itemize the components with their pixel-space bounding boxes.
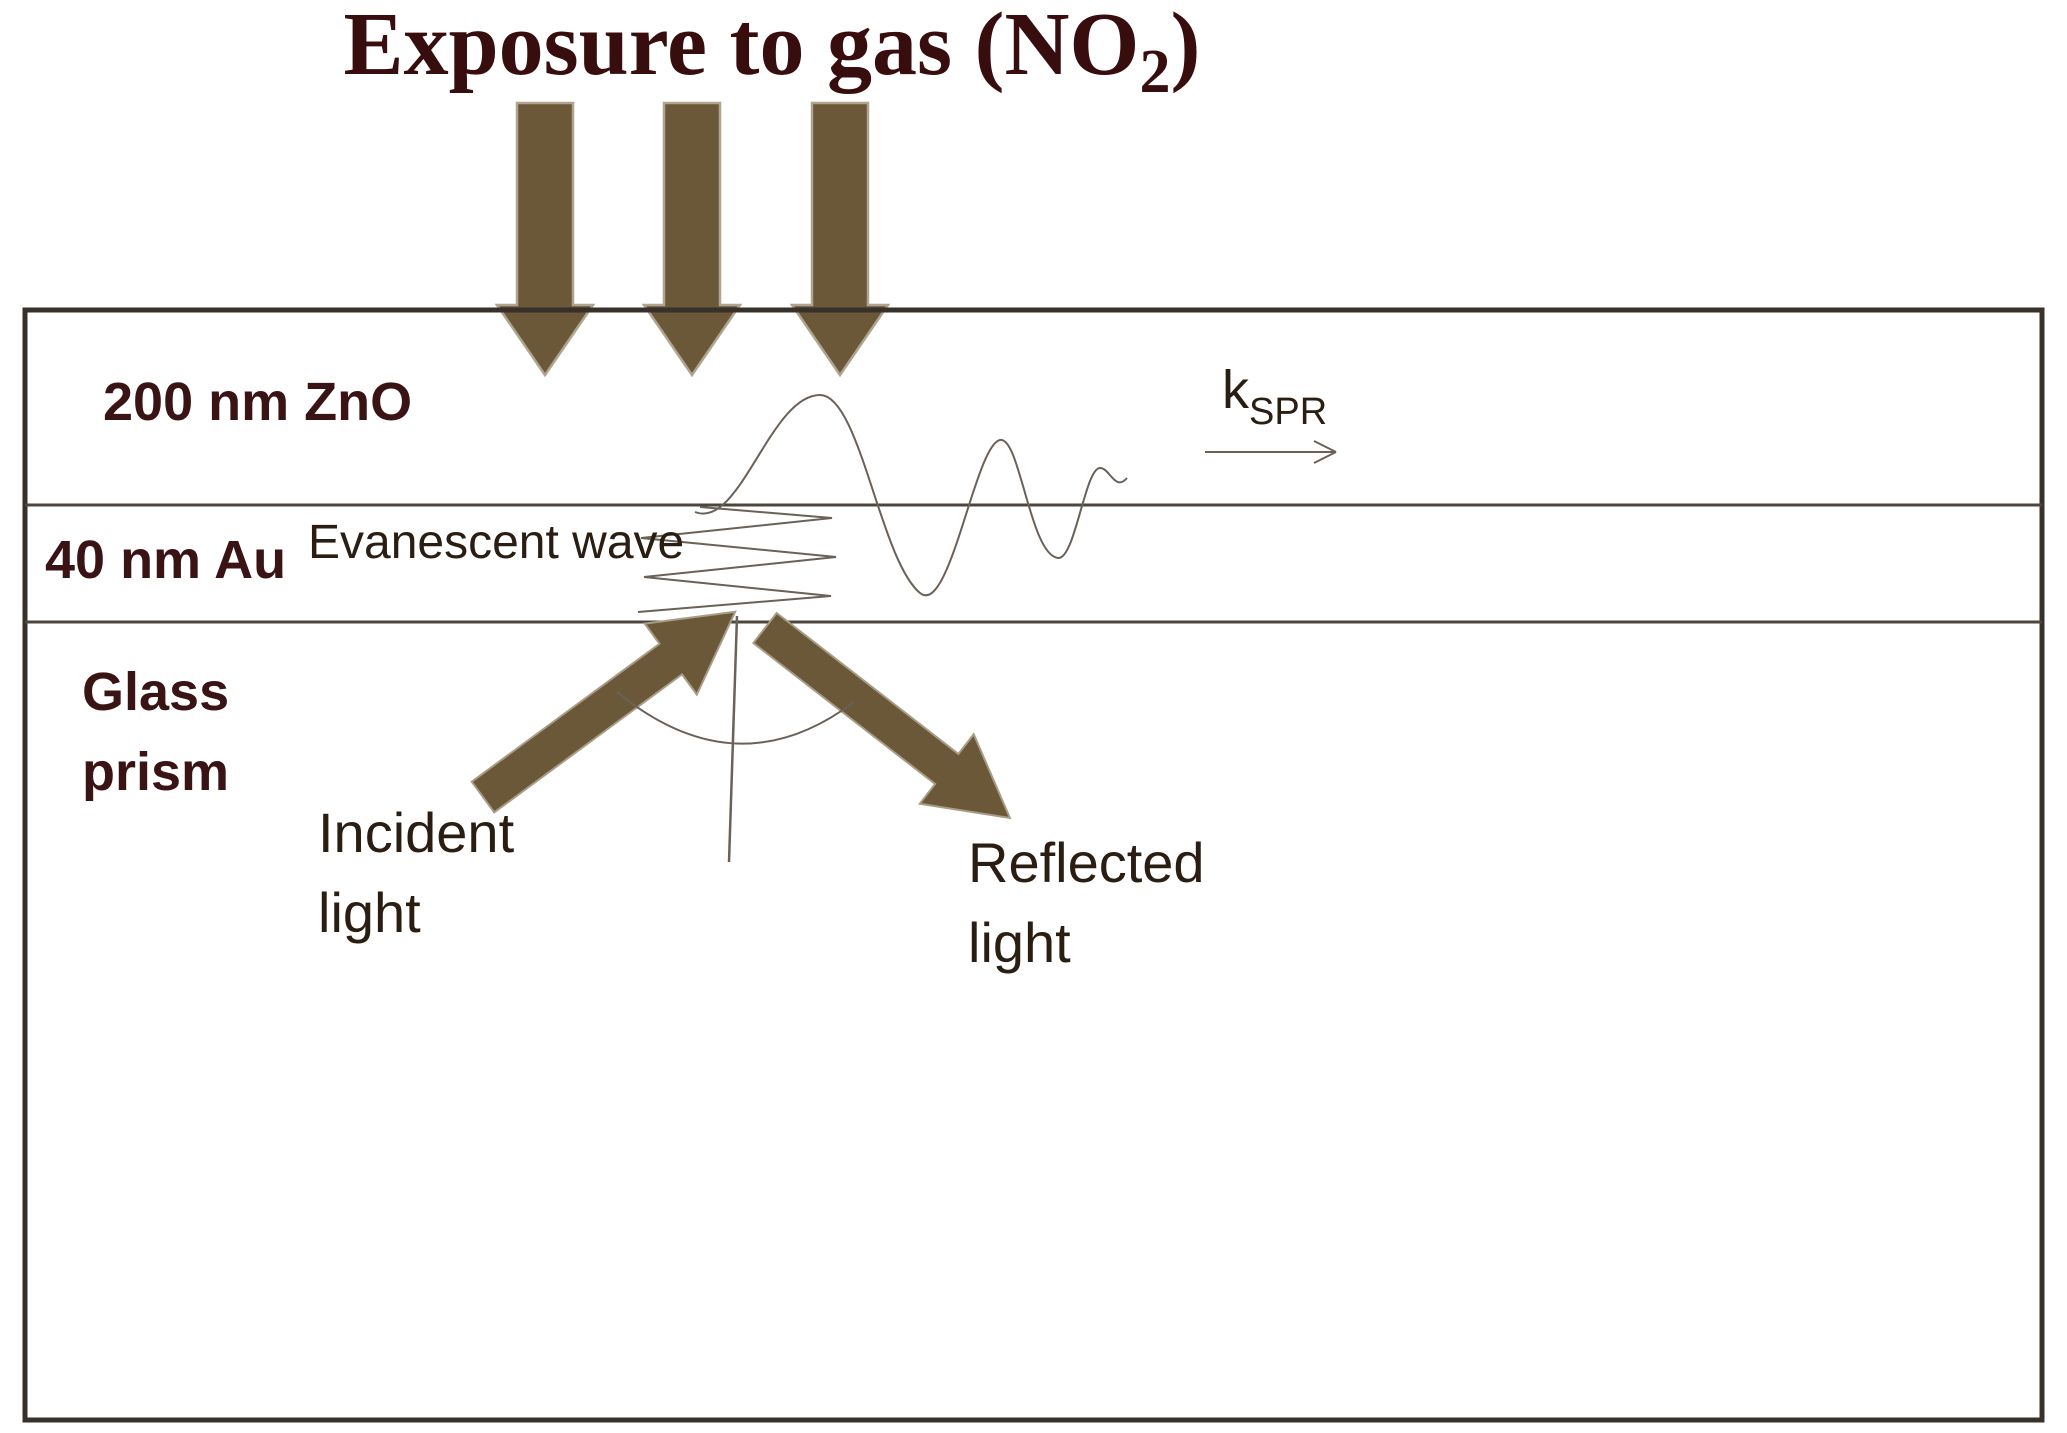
reflected-light-label-line2: light — [968, 911, 1071, 974]
title-subscript: 2 — [1139, 38, 1170, 106]
evanescent-wave-label: Evanescent wave — [308, 516, 684, 569]
au-layer-label: 40 nm Au — [45, 530, 286, 590]
gas-arrow-right — [789, 101, 891, 378]
diagram-title: Exposure to gas (NO2) — [344, 0, 1201, 106]
glass-prism-label-line1: Glass — [82, 662, 229, 722]
title-main: Exposure to gas (NO — [344, 0, 1140, 94]
kspr-main: k — [1222, 360, 1250, 420]
gas-arrow-middle — [641, 101, 743, 378]
zno-layer-label: 200 nm ZnO — [103, 372, 412, 432]
gas-arrow-left — [494, 101, 596, 378]
title-close-paren: ) — [1170, 0, 1200, 94]
reflected-light-label-line1: Reflected — [968, 831, 1205, 894]
kspr-subscript: SPR — [1249, 391, 1327, 433]
incidence-angle-arc — [616, 691, 855, 745]
evanescent-wave-squiggle — [637, 506, 837, 613]
glass-prism-label-line2: prism — [82, 742, 229, 802]
reflected-light-arrow — [751, 611, 1012, 820]
incident-light-arrow — [470, 610, 737, 814]
spr-decaying-wave — [694, 393, 1128, 597]
sensor-stack-outline — [22, 307, 2045, 1423]
kspr-label: kSPR — [1222, 360, 1327, 433]
kspr-direction-arrow — [1205, 440, 1337, 464]
incident-light-label-line1: Incident — [318, 801, 515, 864]
incident-light-label-line2: light — [318, 881, 421, 944]
surface-normal-line — [727, 615, 739, 863]
